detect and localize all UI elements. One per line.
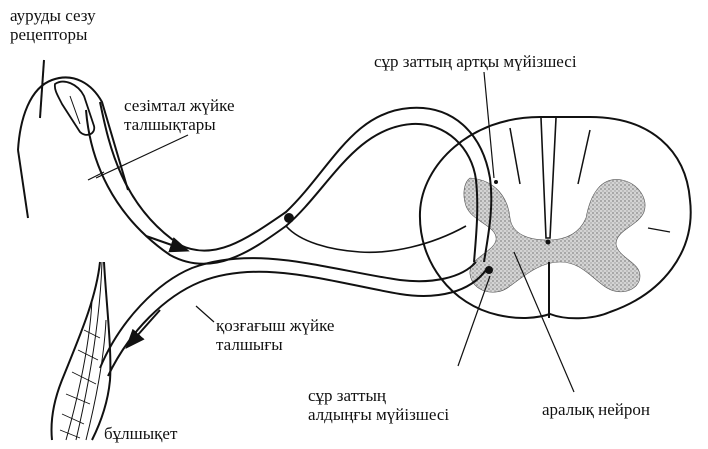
sensory-ganglion-cell — [284, 213, 294, 223]
label-ventral-horn-line1: сұр заттың — [308, 386, 449, 405]
label-motor-fiber-line2: талшығы — [216, 335, 334, 354]
label-pain-receptors: ауруды сезу рецепторы — [10, 6, 96, 44]
label-motor-fiber-line1: қозғағыш жүйке — [216, 316, 334, 335]
label-interneuron: аралық нейрон — [542, 400, 650, 419]
spinal-cord-cross-section — [420, 117, 691, 318]
label-motor-fiber: қозғағыш жүйке талшығы — [216, 316, 334, 354]
label-interneuron-text: аралық нейрон — [542, 400, 650, 419]
label-muscle-text: бұлшықет — [104, 424, 177, 443]
label-pain-receptors-line1: ауруды сезу — [10, 6, 96, 25]
label-dorsal-horn: сұр заттың артқы мүйізшесі — [374, 52, 577, 71]
sensory-arrow — [146, 236, 186, 250]
label-muscle: бұлшықет — [104, 424, 177, 443]
central-canal — [546, 240, 551, 245]
label-pain-receptors-line2: рецепторы — [10, 25, 96, 44]
receptor-marker-line — [40, 60, 44, 118]
label-sensory-fibers-line2: талшықтары — [124, 115, 235, 134]
ventral-horn-motor-neuron — [485, 266, 493, 274]
label-sensory-fibers: сезімтал жүйке талшықтары — [124, 96, 235, 134]
label-ventral-horn-line2: алдыңғы мүйізшесі — [308, 405, 449, 424]
leader-motor-fiber — [196, 306, 214, 322]
muscle-drawing — [51, 262, 110, 440]
label-sensory-fibers-line1: сезімтал жүйке — [124, 96, 235, 115]
label-dorsal-horn-text: сұр заттың артқы мүйізшесі — [374, 52, 577, 71]
label-ventral-horn: сұр заттың алдыңғы мүйізшесі — [308, 386, 449, 424]
